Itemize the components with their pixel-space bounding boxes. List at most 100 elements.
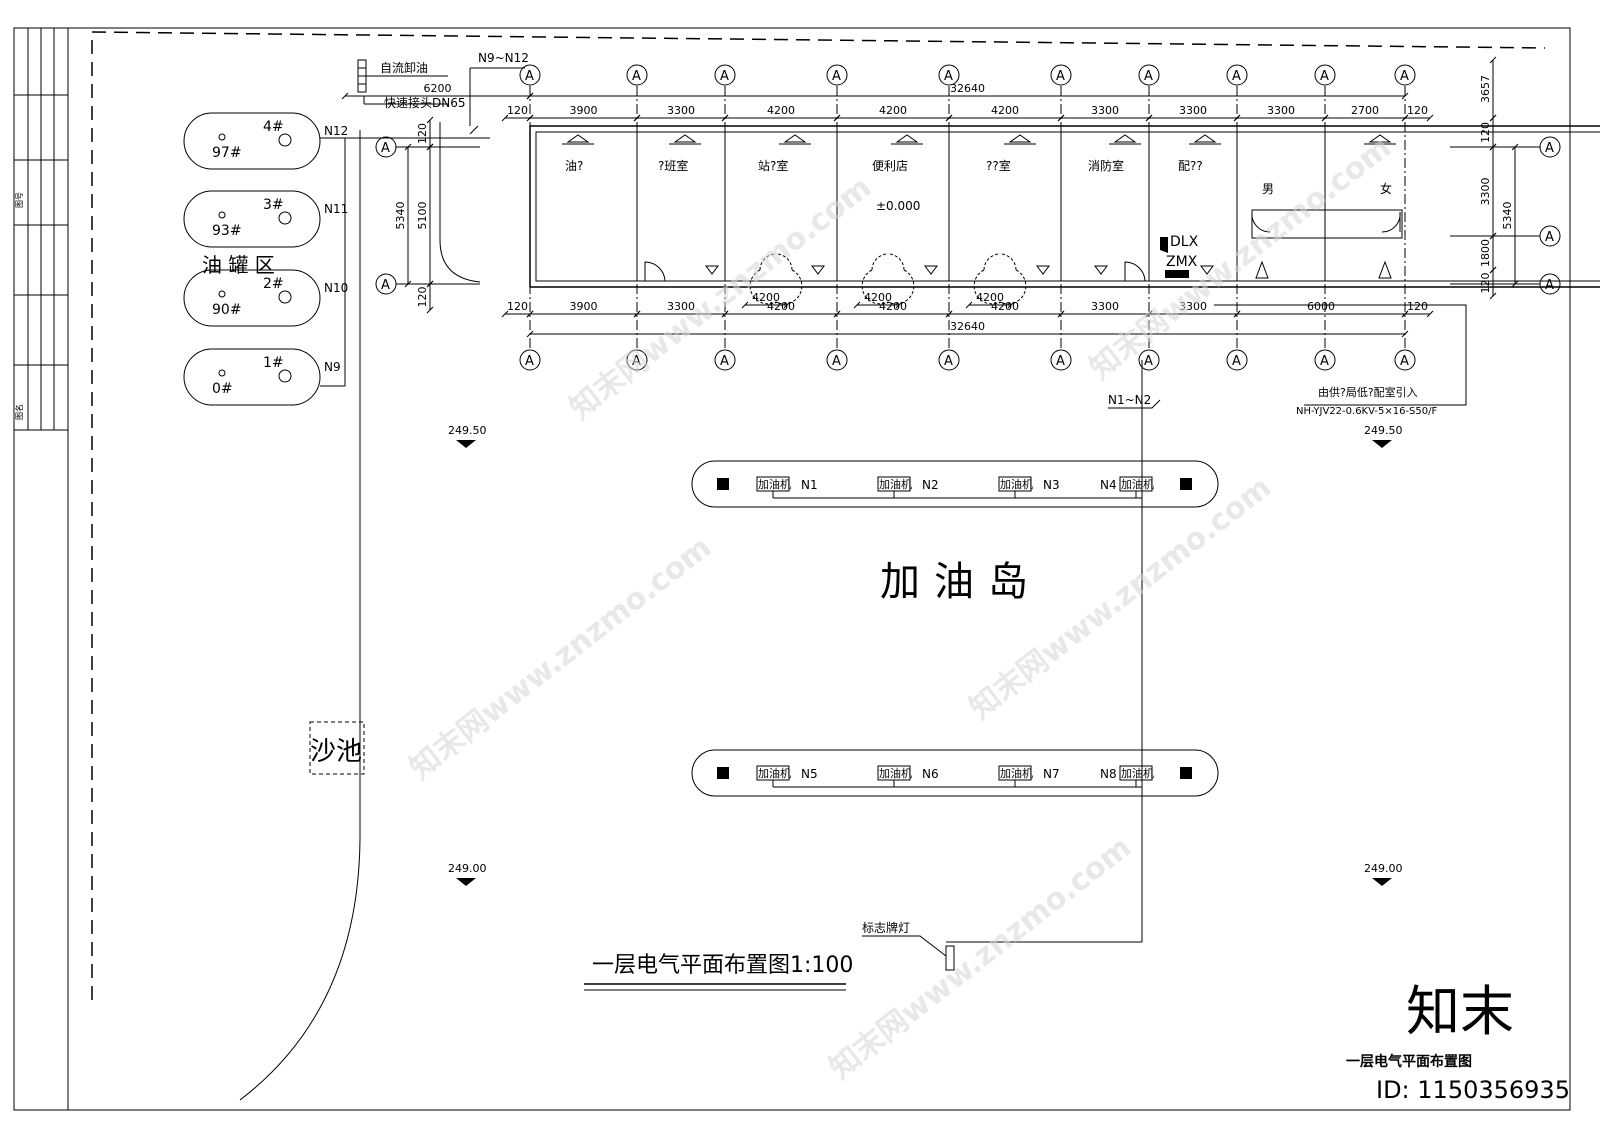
room-label: ??室 [986,158,1011,173]
distribution-panels [1160,237,1189,278]
title-block-label-2: 图名 [14,404,24,420]
quick-joint-label: 快速接头DN65 [384,95,466,110]
tank-vent-icon [218,290,226,298]
dim-top: 3300 [1091,104,1119,117]
axis-bubble [1226,349,1248,371]
axis-bubble [1314,64,1336,86]
door-swing [1124,261,1146,282]
watermark-site: 知末网www.znzmo.com [823,830,1138,1087]
elevation-triangle [1372,878,1392,886]
axis-label: A [1320,354,1329,369]
dispenser-circuit: N3 [1043,478,1060,492]
dim-top: 120 [1407,104,1428,117]
corner-title: 一层电气平面布置图 [1346,1053,1472,1070]
dim-top: 3900 [570,104,598,117]
dispenser-circuit: N1 [801,478,818,492]
axis-label: A [832,69,841,84]
axis-bubble [626,64,648,86]
sign-light-fixture [945,945,955,971]
axis-bubble [519,64,541,86]
ceiling-light-icon [1113,134,1137,143]
dim-bottom: 4200 [991,300,1019,313]
tank-circuit: N12 [324,124,348,138]
door-swing [1381,211,1401,233]
axis-bubble [714,349,736,371]
tank-id: 4# [263,119,284,135]
tank-feeder-bus [320,137,346,387]
site-boundary [91,31,1546,1000]
socket-icon [924,265,938,275]
dispenser-label: 加油机 [879,766,912,780]
elevation-value: 249.00 [448,862,487,875]
axis-bubble [1050,349,1072,371]
axis-label: A [1545,278,1554,293]
dim-top: 4200 [767,104,795,117]
sign-light-label: 标志牌灯 [862,921,910,935]
axis-label: A [1545,230,1554,245]
tank-circuit: N9 [324,360,341,374]
dispenser-label: 加油机 [1121,766,1154,780]
room-label: 男 [1262,182,1274,196]
dispenser-label: 加油机 [758,766,791,780]
station-building [529,125,1600,288]
socket-icon [1200,265,1214,275]
tank-fuel: 97# [212,145,242,161]
island-light-icon [717,478,729,490]
dim-right: 5340 [1501,202,1514,230]
axis-bubble [1138,349,1160,371]
dispenser-circuit: N7 [1043,767,1060,781]
tank-sensor-icon [278,211,292,225]
ceiling-light-icon [1008,134,1032,143]
tank-outline [183,348,321,406]
dim-door: 4200 [976,291,1004,304]
exhaust-fan-icon [1255,260,1269,279]
axis-label: A [632,69,641,84]
axis-bubble [519,349,541,371]
island-light-icon [1180,478,1192,490]
dim-right: 3657 [1479,75,1492,103]
axis-bubble [938,64,960,86]
axis-bubble [714,64,736,86]
dim-bottom: 6000 [1307,300,1335,313]
panel-dlx: DLX [1170,234,1199,250]
dim-left: 5100 [416,202,429,230]
drawing-title: 一层电气平面布置图1:100 [592,953,853,978]
axis-label: A [1400,354,1409,369]
tank-id: 1# [263,355,284,371]
axis-label: A [1056,69,1065,84]
elevation-value: 249.50 [448,424,487,437]
dim-top: 2700 [1351,104,1379,117]
socket-icon [1036,265,1050,275]
dim-bottom: 3900 [570,300,598,313]
sand-pool-label: 沙池 [310,737,362,767]
dim-bottom: 4200 [879,300,907,313]
tank-area-label: 油 罐 区 [202,253,275,277]
dim-bottom: 4200 [767,300,795,313]
tank-circuit: N10 [324,281,348,295]
double-door [973,253,1027,305]
tank-outline [183,269,321,327]
rooms: 油??班室站?室便利店??室消防室配??男女 [562,132,1403,305]
room-label: 便利店 [872,159,908,173]
axis-bubble [938,349,960,371]
axis-label: A [1320,69,1329,84]
panel-zmx: ZMX [1166,254,1198,270]
axis-label: A [381,278,390,293]
dispenser-circuit: N2 [922,478,939,492]
driveway-curve [239,130,361,1101]
tank-sensor-icon [278,290,292,304]
watermark-site: 知末网www.znzmo.com [563,170,878,427]
dispenser-circuit: N4 [1100,478,1117,492]
dim-total-bottom: 32640 [950,320,985,333]
tank-fuel: 0# [212,381,233,397]
axis-label: A [944,354,953,369]
axis-bubble [1138,64,1160,86]
island-light-icon [1180,767,1192,779]
axis-label: A [720,69,729,84]
feed-note-1: 由供?局低?配室引入 [1318,385,1418,399]
tank-vent-icon [218,133,226,141]
